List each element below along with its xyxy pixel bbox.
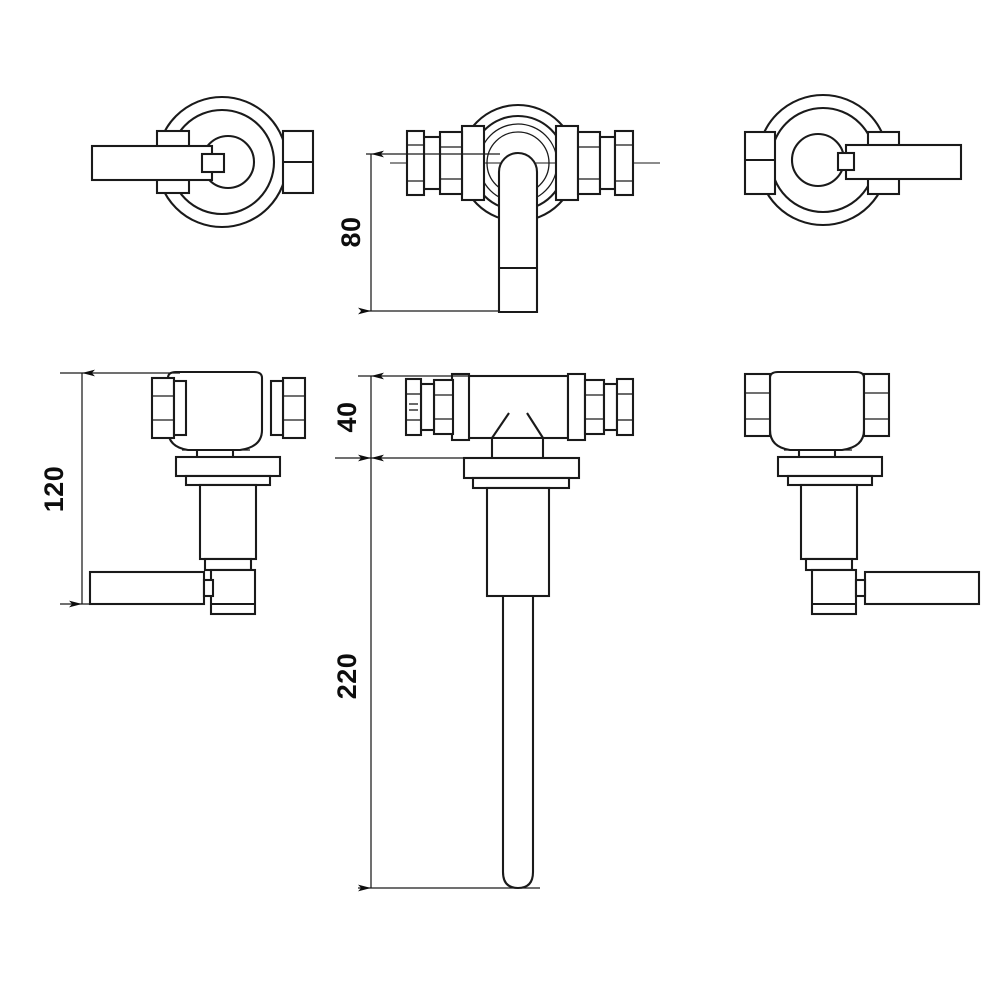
lever-neck: [200, 152, 226, 174]
spout-left-nut-b: [419, 382, 436, 432]
view-top-left-handle-plan: [90, 95, 315, 229]
right-hexnut-outer: [281, 376, 307, 440]
tee-fillet-left: [491, 412, 510, 439]
spout-valve-body: [464, 374, 570, 440]
left-nut-block-r: [743, 130, 777, 196]
dim40-label: 40: [332, 401, 362, 432]
tee-fillet-right: [526, 412, 544, 439]
left-nut-b: [422, 135, 442, 191]
right-nut-a: [576, 130, 602, 196]
handle-hub-circle-r: [790, 132, 846, 188]
lever-arm: [90, 144, 214, 182]
spout-left-nut-a: [432, 378, 455, 436]
handle-lever-neck-r: [854, 578, 867, 598]
left-nut-c: [405, 129, 426, 197]
spout-right-nut-b: [602, 382, 619, 432]
handle-lever-arm: [88, 570, 206, 606]
handle-lever-arm-r: [863, 570, 981, 606]
left-hexnut-outer: [150, 376, 176, 440]
spout-right-nut-c: [615, 377, 635, 437]
spout-escutcheon-step: [471, 476, 571, 490]
escutcheon-flange: [174, 455, 282, 478]
dim120-label: 120: [39, 466, 69, 513]
shank-collar-r: [804, 557, 854, 572]
dimension-80: 80: [336, 150, 500, 315]
spout-left-collar: [450, 372, 471, 442]
dimension-220: 220: [332, 454, 540, 892]
right-hexnut-inner: [269, 379, 285, 437]
right-nut-b: [598, 135, 617, 191]
spout-left-nut-c: [404, 377, 423, 437]
escutcheon-flange-r: [776, 455, 884, 478]
shank-collar: [203, 557, 253, 572]
left-nut-a: [438, 130, 464, 196]
spout-right-nut-a: [583, 378, 606, 436]
view-top-center-spout-plan: [390, 103, 660, 314]
escutcheon-step: [184, 474, 272, 487]
spout-projection-body: [497, 152, 539, 314]
dim220-label: 220: [332, 653, 362, 700]
dim80-label: 80: [336, 216, 366, 247]
lever-arm-r: [844, 143, 963, 181]
spout-right-collar: [566, 372, 587, 442]
view-top-right-handle-plan: [743, 93, 963, 227]
right-nut-c: [613, 129, 635, 197]
right-body-collar: [554, 124, 580, 202]
handle-drum-r: [810, 568, 858, 616]
handle-drum: [209, 568, 257, 616]
spout-tee-neck: [490, 436, 545, 460]
valve-body-cap-r: [768, 370, 866, 452]
escutcheon-step-r: [786, 474, 874, 487]
dimension-120: 120: [39, 369, 180, 608]
view-bottom-right-handle-elevation: [743, 370, 981, 616]
view-bottom-center-spout-elevation: [404, 372, 635, 890]
spout-escutcheon-flange: [462, 456, 581, 480]
handle-shank: [198, 483, 258, 561]
left-hexnut-inner: [172, 379, 188, 437]
left-body-collar: [460, 124, 486, 202]
spout-shank: [485, 486, 551, 598]
dimension-40: 40: [332, 372, 470, 462]
valve-body-cap: [166, 370, 264, 452]
handle-shank-r: [799, 483, 859, 561]
left-hexnut-outer-r: [743, 372, 772, 438]
spout-outlet-tube: [501, 594, 535, 890]
right-hexnut-outer-r: [862, 372, 891, 438]
lever-neck-r: [836, 151, 856, 172]
handle-lever-neck: [202, 578, 215, 598]
